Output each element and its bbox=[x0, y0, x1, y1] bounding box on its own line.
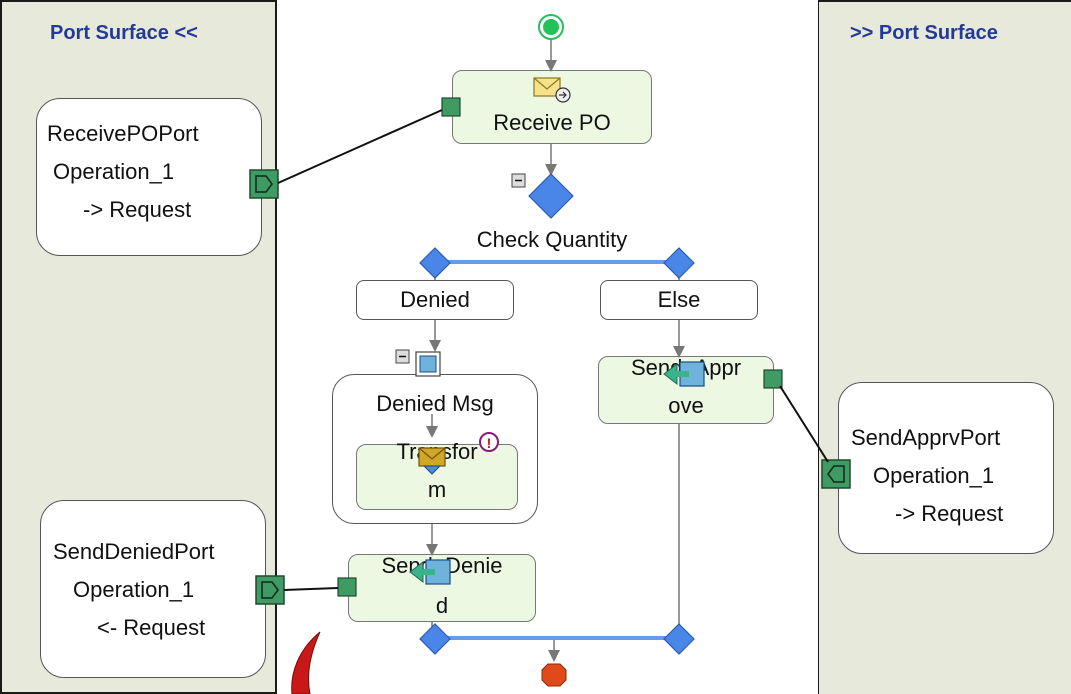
denied-msg-label: Denied Msg bbox=[376, 391, 494, 416]
transform-icon bbox=[418, 447, 446, 475]
construct-icon bbox=[415, 351, 441, 377]
left-surface-title: Port Surface << bbox=[50, 22, 198, 44]
port-message: -> Request bbox=[83, 197, 192, 222]
port-message: <- Request bbox=[97, 615, 206, 640]
send-icon bbox=[409, 559, 451, 585]
start-icon bbox=[538, 14, 564, 40]
port-connector-icon[interactable] bbox=[249, 169, 279, 199]
decision-diamond-icon[interactable] bbox=[528, 173, 574, 219]
transform-shape[interactable] bbox=[356, 444, 518, 510]
transform-label-2: m bbox=[427, 477, 447, 502]
collapse-icon[interactable] bbox=[511, 173, 526, 188]
port-operation: Operation_1 bbox=[873, 463, 995, 488]
end-icon bbox=[541, 663, 567, 687]
port-message: -> Request bbox=[895, 501, 1004, 526]
message-envelope-icon bbox=[533, 77, 571, 103]
join-right-diamond bbox=[663, 623, 695, 655]
port-connector-icon[interactable] bbox=[255, 575, 285, 605]
right-port-surface bbox=[819, 0, 1071, 694]
collapse-icon[interactable] bbox=[395, 349, 410, 364]
send-denied-label-2: d bbox=[435, 593, 449, 618]
branch-left-diamond bbox=[419, 247, 451, 279]
port-connector-icon[interactable] bbox=[821, 459, 851, 489]
receive-po-port[interactable]: ReceivePOPort Operation_1 -> Request bbox=[36, 98, 262, 256]
warning-icon[interactable]: ! bbox=[479, 432, 499, 452]
port-operation: Operation_1 bbox=[53, 159, 175, 184]
branch-right-diamond bbox=[663, 247, 695, 279]
receive-po-label: Receive PO bbox=[493, 110, 611, 135]
right-surface-title: >> Port Surface bbox=[850, 22, 998, 44]
port-name: SendDeniedPort bbox=[53, 539, 215, 564]
port-name: SendApprvPort bbox=[851, 425, 1001, 450]
send-denied-port[interactable]: SendDeniedPort Operation_1 <- Request bbox=[40, 500, 266, 678]
send-approve-label-2: ove bbox=[668, 393, 704, 418]
binding-receive bbox=[277, 109, 443, 184]
binding-senddenied bbox=[283, 587, 339, 591]
branch-denied[interactable]: Denied bbox=[356, 280, 514, 320]
sendapprove-connection-point[interactable] bbox=[763, 369, 783, 389]
binding-sendapprove bbox=[779, 385, 829, 463]
send-apprv-port[interactable]: SendApprvPort Operation_1 -> Request bbox=[838, 382, 1054, 554]
send-icon bbox=[663, 361, 705, 387]
annotation-pen-icon bbox=[291, 631, 321, 694]
port-name: ReceivePOPort bbox=[47, 121, 199, 146]
branch-else[interactable]: Else bbox=[600, 280, 758, 320]
port-operation: Operation_1 bbox=[73, 577, 195, 602]
receive-connection-point[interactable] bbox=[441, 97, 461, 117]
check-quantity-label: Check Quantity bbox=[476, 227, 628, 252]
join-left-diamond bbox=[419, 623, 451, 655]
warning-glyph: ! bbox=[487, 435, 492, 451]
senddenied-connection-point[interactable] bbox=[337, 577, 357, 597]
